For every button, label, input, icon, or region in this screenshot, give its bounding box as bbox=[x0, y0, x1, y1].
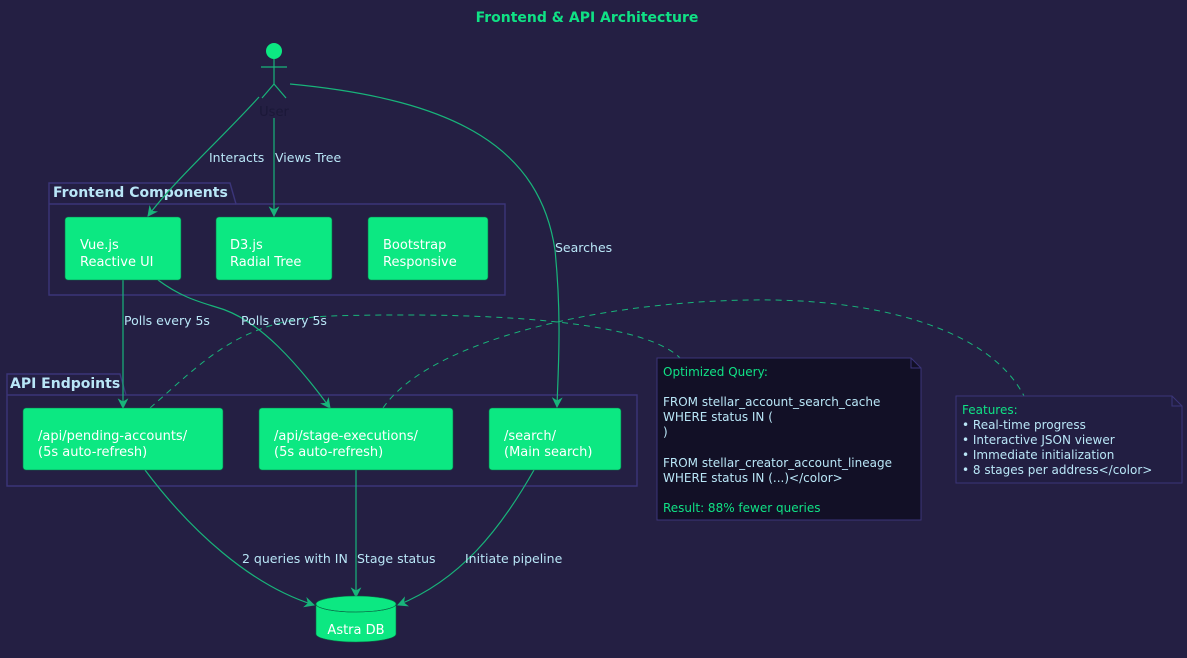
edge-label-interacts: Interacts bbox=[209, 150, 264, 165]
note-features-line-4: • 8 stages per address</color> bbox=[962, 463, 1152, 477]
note-query-line-2: WHERE status IN ( bbox=[663, 410, 773, 424]
component-d3js-desc: Radial Tree bbox=[230, 255, 301, 270]
note-features-heading: Features: bbox=[962, 403, 1018, 417]
note-features-line-1: • Real-time progress bbox=[962, 418, 1086, 432]
endpoint-search-path: /search/ bbox=[504, 429, 557, 444]
edge-interacts bbox=[147, 96, 260, 217]
note-features-line-2: • Interactive JSON viewer bbox=[962, 433, 1115, 447]
note-query-line-5: FROM stellar_creator_account_lineage bbox=[663, 456, 892, 470]
database-astra: Astra DB bbox=[315, 595, 397, 643]
edge-label-polls-1: Polls every 5s bbox=[124, 313, 210, 328]
edge-searches bbox=[289, 83, 563, 409]
frontend-package-frame bbox=[48, 182, 506, 296]
edge-label-initiate: Initiate pipeline bbox=[465, 551, 563, 566]
component-d3js-name: D3.js bbox=[230, 238, 263, 253]
component-bootstrap: Bootstrap Responsive bbox=[367, 216, 489, 281]
note-optimized-query: Optimized Query: FROM stellar_account_se… bbox=[656, 357, 922, 521]
edge-initiate bbox=[396, 469, 535, 607]
edge-label-searches: Searches bbox=[555, 240, 612, 255]
endpoint-stage-executions-desc: (5s auto-refresh) bbox=[274, 445, 383, 460]
note-query-line-6: WHERE status IN (...)</color> bbox=[663, 471, 843, 485]
api-package: API Endpoints bbox=[6, 373, 638, 487]
user-actor: User bbox=[259, 43, 289, 120]
endpoint-stage-executions: /api/stage-executions/ (5s auto-refresh) bbox=[258, 407, 454, 471]
component-bootstrap-name: Bootstrap bbox=[383, 238, 446, 253]
component-vuejs: Vue.js Reactive UI bbox=[64, 216, 182, 281]
api-package-frame bbox=[6, 373, 638, 487]
note-query-line-1: FROM stellar_account_search_cache bbox=[663, 395, 880, 409]
note-features-line-3: • Immediate initialization bbox=[962, 448, 1114, 462]
edge-label-views-tree: Views Tree bbox=[275, 150, 342, 165]
note-connector-query bbox=[149, 314, 681, 409]
endpoint-pending-accounts: /api/pending-accounts/ (5s auto-refresh) bbox=[22, 407, 224, 471]
frontend-package-label: Frontend Components bbox=[53, 185, 228, 201]
edge-polls-2 bbox=[157, 279, 331, 409]
user-actor-label: User bbox=[259, 105, 289, 120]
edge-two-queries bbox=[144, 469, 316, 608]
database-astra-label: Astra DB bbox=[327, 623, 384, 638]
user-actor-icon bbox=[266, 43, 282, 59]
component-vuejs-name: Vue.js bbox=[80, 238, 119, 253]
endpoint-pending-accounts-desc: (5s auto-refresh) bbox=[38, 445, 147, 460]
edge-label-stage-status: Stage status bbox=[357, 551, 436, 566]
note-query-result: Result: 88% fewer queries bbox=[663, 501, 820, 515]
diagram-title: Frontend & API Architecture bbox=[476, 10, 699, 26]
edge-label-two-queries: 2 queries with IN bbox=[242, 551, 348, 566]
api-package-label: API Endpoints bbox=[10, 376, 120, 392]
endpoint-stage-executions-path: /api/stage-executions/ bbox=[274, 429, 418, 444]
note-connector-features bbox=[382, 299, 1025, 409]
component-vuejs-desc: Reactive UI bbox=[80, 255, 153, 270]
component-bootstrap-desc: Responsive bbox=[383, 255, 457, 270]
endpoint-search: /search/ (Main search) bbox=[488, 407, 622, 471]
note-features: Features: • Real-time progress • Interac… bbox=[955, 395, 1183, 484]
endpoint-search-desc: (Main search) bbox=[504, 445, 593, 460]
note-query-heading: Optimized Query: bbox=[663, 365, 768, 379]
edge-label-polls-2: Polls every 5s bbox=[241, 313, 327, 328]
note-query-line-3: ) bbox=[663, 425, 668, 439]
endpoint-pending-accounts-path: /api/pending-accounts/ bbox=[38, 429, 188, 444]
frontend-package: Frontend Components bbox=[48, 182, 506, 296]
component-d3js: D3.js Radial Tree bbox=[215, 216, 333, 281]
